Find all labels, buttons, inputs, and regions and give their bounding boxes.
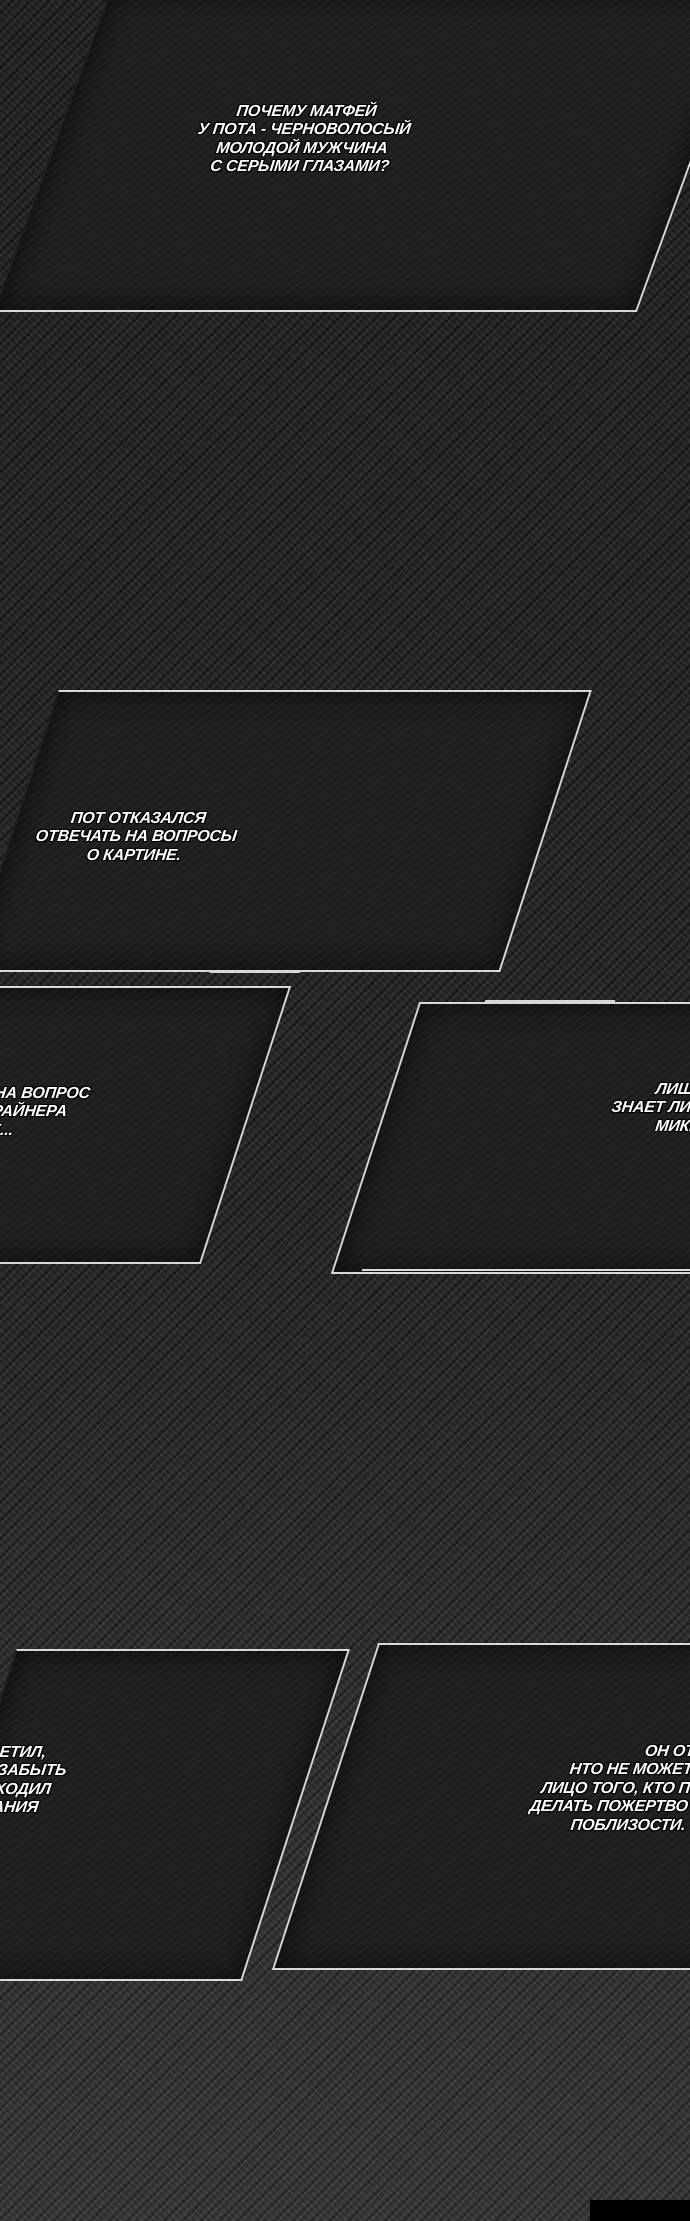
caption-middle: ПОТ ОТКАЗАЛСЯ ОТВЕЧАТЬ НА ВОПРОСЫ О КАРТ… [34, 810, 238, 864]
caption-right-middle: ЛИШЬ ЗНАЕТ ЛИС МИКЕ [610, 1081, 690, 1135]
right-middle-panel [330, 1002, 690, 1274]
bottom-black-bar [590, 2200, 690, 2221]
panel-border-mark [209, 971, 301, 973]
caption-top: ПОЧЕМУ МАТФЕЙ У ПОТА - ЧЕРНОВОЛОСЫЙ МОЛО… [196, 103, 412, 176]
caption-right-bottom: ОН ОТ НТО НЕ МОЖЕТ ЛИЦО ТОГО, КТО П ДЕЛА… [528, 1743, 690, 1834]
caption-left-bottom: ЕТИЛ, ЗАБЫТЬ ХОДИЛ АНИЯ [0, 1744, 68, 1817]
panel-border-mark [361, 1269, 690, 1271]
panel-border-mark [484, 1000, 616, 1002]
caption-left-middle: НА ВОПРОС РАЙНЕРА Е... [0, 1085, 91, 1139]
